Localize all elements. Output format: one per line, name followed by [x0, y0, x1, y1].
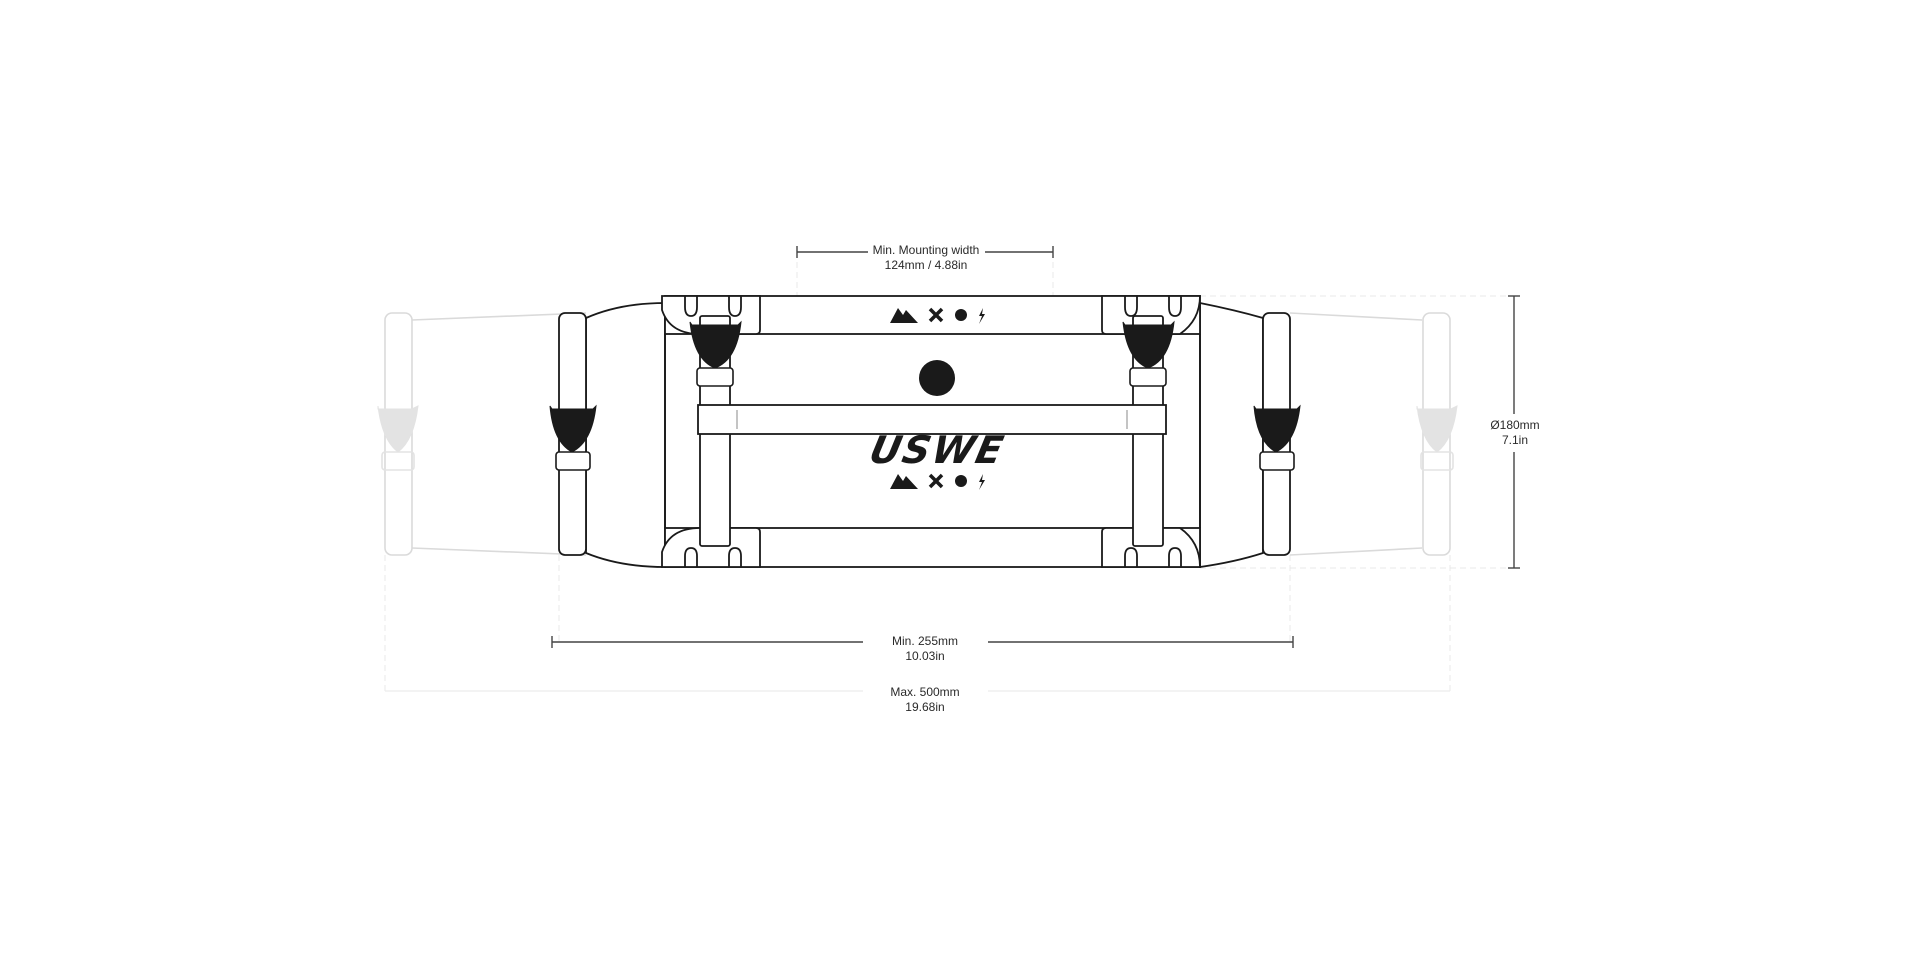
diameter-in: 7.1in [1501, 433, 1529, 447]
brand-logo: USWE [865, 428, 1009, 473]
diameter-label: Ø180mm 7.1in [1484, 418, 1545, 448]
mounting-width-title: Min. Mounting width [872, 243, 980, 257]
guide-lines [384, 252, 1514, 692]
buckle-side-right [1253, 404, 1301, 471]
mounting-width-value: 124mm / 4.88in [884, 258, 968, 272]
buckle-top-right [1122, 320, 1175, 387]
end-cap-bottom-left [661, 527, 761, 568]
lightning-icon [979, 308, 985, 324]
max-length-in: 19.68in [905, 700, 945, 714]
min-length-label: Min. 255mm 10.03in [886, 634, 964, 664]
ghost-buckle-right [1416, 405, 1458, 471]
skull-icon [955, 309, 967, 321]
cross-icon [928, 307, 944, 323]
buckle-top-left [689, 320, 742, 387]
icon-row-bottom [890, 473, 985, 490]
buckle-side-left [549, 404, 597, 471]
min-length-in: 10.03in [905, 649, 945, 663]
max-length-mm: Max. 500mm [890, 685, 960, 699]
min-length-mm: Min. 255mm [891, 634, 959, 648]
dimension-lines [551, 246, 1520, 648]
ghost-buckle-left [377, 405, 419, 471]
mountain-icon [890, 308, 918, 323]
mounting-width-label: Min. Mounting width 124mm / 4.88in [867, 243, 986, 273]
compression-strap [697, 404, 1167, 435]
diameter-mm: Ø180mm [1490, 418, 1540, 432]
valve-dot [919, 360, 955, 396]
icon-row-top [890, 307, 985, 324]
max-length-label: Max. 500mm 19.68in [884, 685, 965, 715]
